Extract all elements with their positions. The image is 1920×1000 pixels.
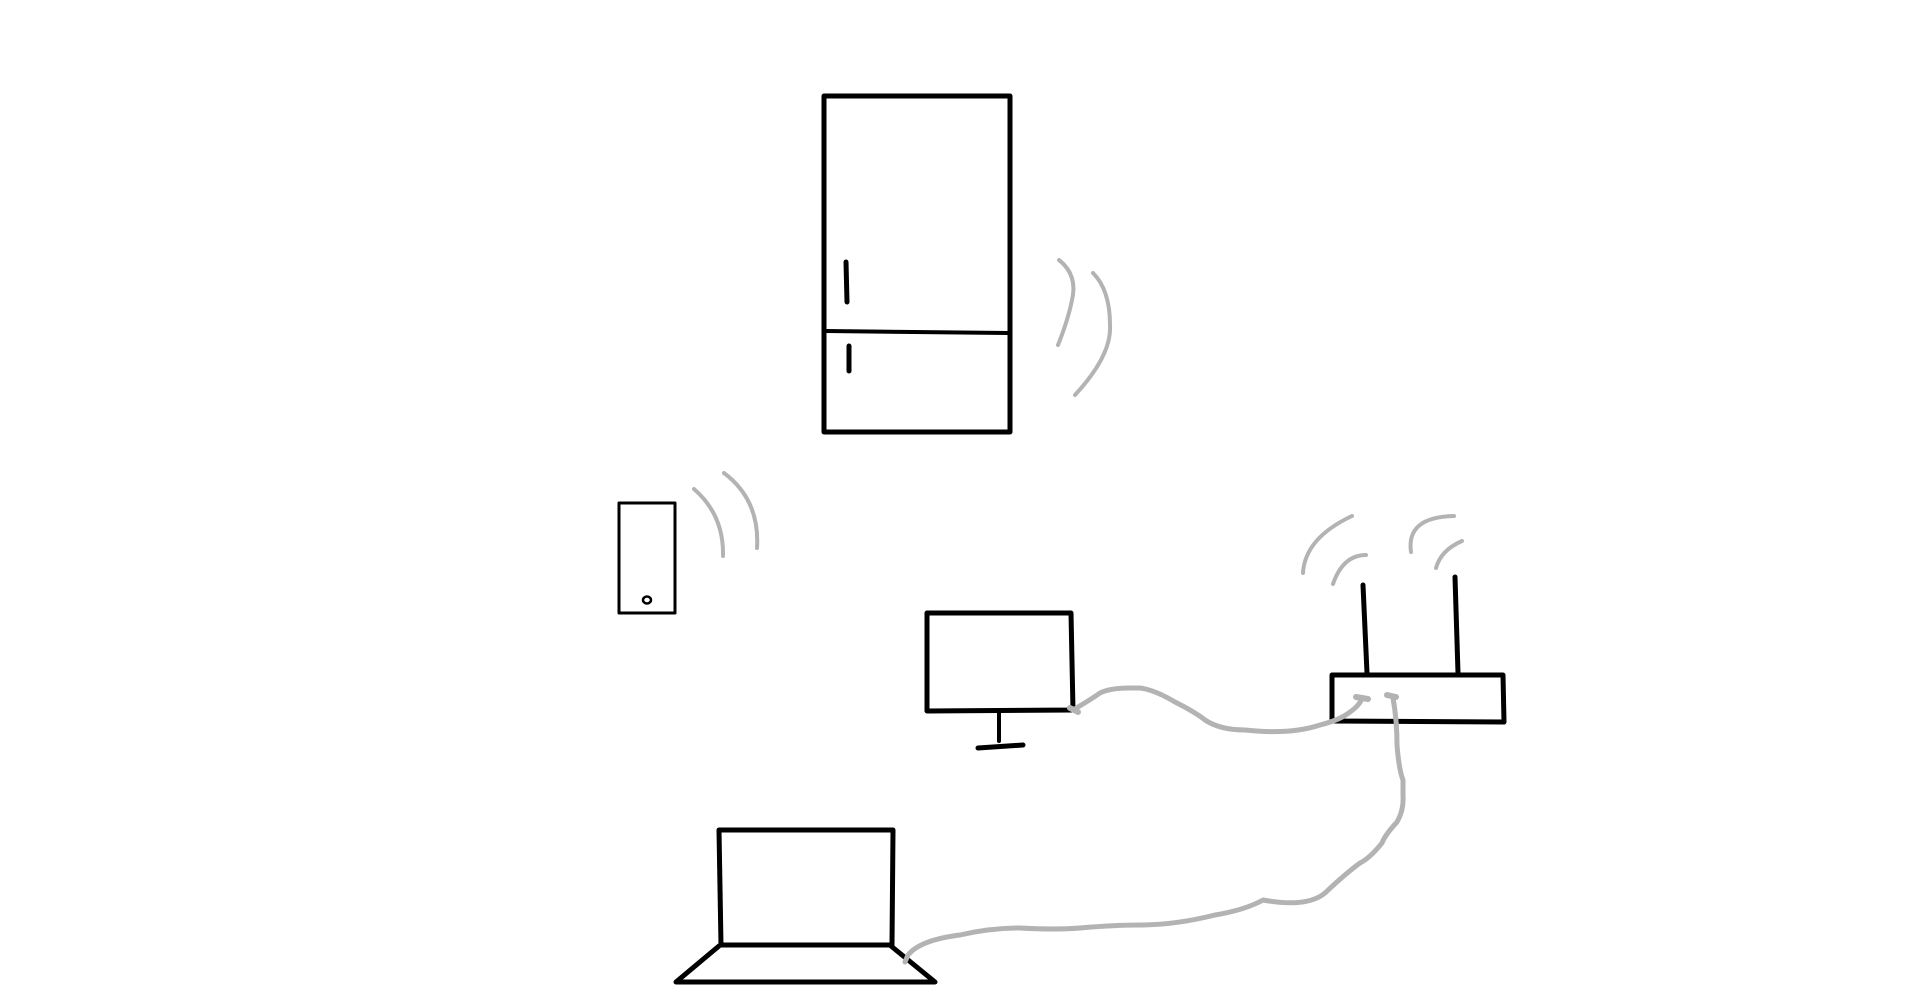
router-port-2: [1384, 692, 1399, 700]
refrigerator-signal-outer: [1073, 271, 1113, 397]
router-signal-right-outer: [1408, 514, 1456, 554]
router-signal-left-outer: [1301, 514, 1354, 575]
monitor-screen: [924, 610, 1076, 714]
refrigerator-icon: [821, 93, 1013, 435]
router-signal-right-inner: [1434, 539, 1464, 570]
monitor-icon: [924, 610, 1076, 751]
network-cable: [1067, 685, 1371, 735]
phone-home-button: [641, 595, 653, 605]
wifi-signal-icon: [692, 471, 760, 558]
wifi-signal-icon: [1056, 258, 1113, 397]
monitor-cable-plug: [1067, 705, 1081, 715]
router-signal-left-inner: [1331, 553, 1368, 586]
refrigerator-body: [821, 93, 1013, 435]
smartphone-icon: [617, 501, 677, 615]
laptop-icon: [673, 827, 938, 985]
router-icon: [1329, 574, 1507, 725]
refrigerator-signal-inner: [1056, 258, 1076, 347]
router-body: [1329, 672, 1507, 725]
router-port-1: [1353, 694, 1371, 702]
phone-signal-inner: [692, 487, 726, 558]
router-antenna-right: [1452, 574, 1461, 676]
monitor-to-router-cable: [1070, 685, 1365, 735]
phone-signal-outer: [722, 471, 760, 550]
laptop-screen: [716, 827, 896, 948]
monitor-base: [975, 742, 1026, 751]
laptop-to-router-cable: [902, 695, 1406, 965]
phone-body: [617, 501, 677, 615]
router-antenna-left: [1360, 582, 1370, 676]
refrigerator-upper-handle: [843, 259, 850, 305]
wifi-signal-icon: [1301, 514, 1464, 586]
laptop-base: [673, 943, 938, 985]
refrigerator-door-divider: [824, 329, 1010, 335]
network-cable: [902, 692, 1406, 965]
